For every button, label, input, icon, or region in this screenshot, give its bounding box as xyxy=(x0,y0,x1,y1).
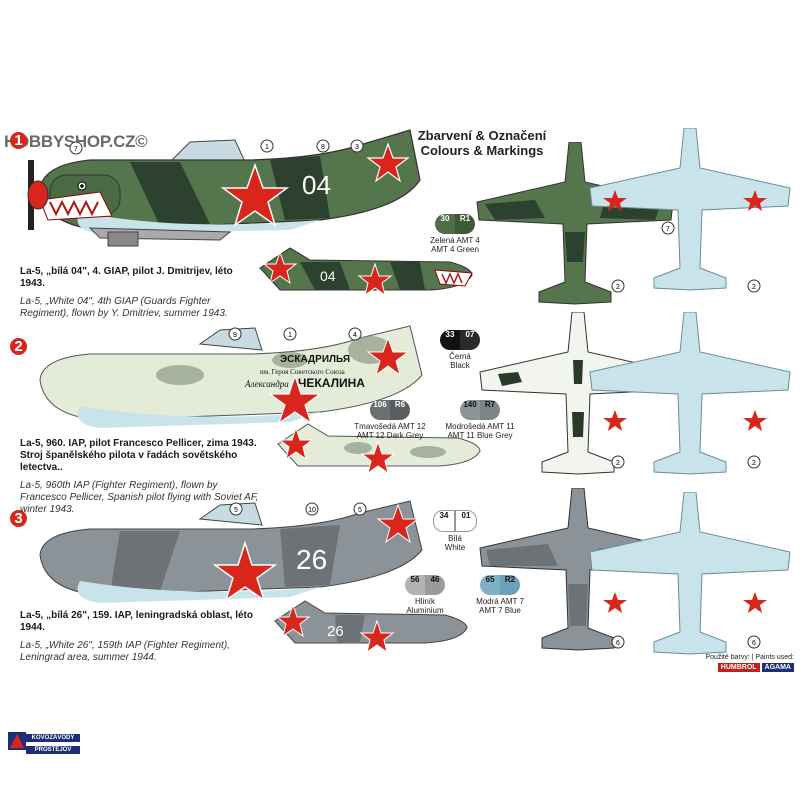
fuselage-code-1: 04 xyxy=(302,170,331,200)
chip-code-b: 07 xyxy=(460,330,480,350)
paints-used: Použité barvy: | Paints used: HUMBROL AG… xyxy=(704,654,794,672)
chip-code-a: 65 xyxy=(480,575,500,595)
chip-label-cz: Hliník xyxy=(414,597,435,606)
callout-1-1: 1 xyxy=(265,144,269,151)
plan-bottom-2 xyxy=(589,312,791,475)
callout-1-3: 3 xyxy=(355,144,359,151)
chip-code-a: 34 xyxy=(433,510,455,532)
callout-3-5b: 5 xyxy=(358,507,362,514)
chip-label-cz: Tmavošedá AMT 12 xyxy=(354,422,426,431)
profile-3-large: 26 5 10 5 xyxy=(39,500,423,603)
chip-label-en: AMT 4 Green xyxy=(431,245,479,254)
fuselage-code-1-small: 04 xyxy=(320,268,336,284)
chip-label-cz: Zelená AMT 4 xyxy=(430,236,480,245)
caption-2-en: La-5, 960th IAP (Fighter Regiment), flow… xyxy=(20,480,259,515)
logo-line-2: PROSTĚJOV xyxy=(26,746,80,754)
plan-callouts: 7 2 2 2 2 6 6 xyxy=(611,221,761,649)
kovozavody-logo: KOVOZÁVODY PROSTĚJOV xyxy=(8,732,80,792)
chip-label-cz: Černá xyxy=(449,352,471,361)
chip-code-b: 01 xyxy=(455,510,477,532)
callout-3-10: 10 xyxy=(308,507,316,514)
page-header: Zbarvení & Označení Colours & Markings xyxy=(412,128,552,158)
chip-label-en: AMT 12 Dark Grey xyxy=(356,431,424,440)
chip-code-a: 106 xyxy=(370,400,390,420)
logo-mark-icon xyxy=(8,732,26,750)
chip-label-en: White xyxy=(444,543,466,552)
inscription-line-1: ЭСКАДРИЛЬЯ xyxy=(280,354,350,365)
caption-3-en: La-5, „White 26", 159th IAP (Fighter Reg… xyxy=(20,640,230,663)
header-title-en: Colours & Markings xyxy=(420,143,544,158)
plan-callout-2d: 2 xyxy=(752,460,756,467)
watermark-text: HOBBYSHOP.CZ© xyxy=(4,132,148,151)
callout-2-4: 4 xyxy=(353,332,357,339)
plan-bottom-1 xyxy=(589,128,791,291)
callout-1-7: 7 xyxy=(74,146,78,153)
logo-line-1: KOVOZÁVODY xyxy=(26,734,80,742)
red-star-icon xyxy=(366,142,410,183)
callout-1-8: 8 xyxy=(321,144,325,151)
callout-2-1: 1 xyxy=(288,332,292,339)
scheme-badge-2: 2 xyxy=(10,338,27,355)
red-star-icon xyxy=(220,162,290,227)
chip-code-a: 56 xyxy=(405,575,425,595)
fuselage-code-3-small: 26 xyxy=(327,623,344,640)
fuselage-code-3: 26 xyxy=(296,544,327,575)
chip-code-a: 140 xyxy=(460,400,480,420)
chip-code-b: R2 xyxy=(500,575,520,595)
chip-code-a: 33 xyxy=(440,330,460,350)
plan-callout-6b: 6 xyxy=(752,640,756,647)
chip-label-cz: Modrošedá AMT 11 xyxy=(445,422,515,431)
canopy-icon xyxy=(168,139,246,163)
chip-label-cz: Bílá xyxy=(448,534,462,543)
chip-code-b: R6 xyxy=(390,400,410,420)
profile-3-small: 26 xyxy=(274,600,468,654)
scheme-badge-1: 1 xyxy=(10,132,27,149)
chip-label-en: AMT 7 Blue xyxy=(479,606,521,615)
chip-code-b: R1 xyxy=(455,214,475,234)
paints-label: Použité barvy: | Paints used: xyxy=(705,654,794,661)
header-title-cz: Zbarvení & Označení xyxy=(417,128,547,143)
profile-2-small xyxy=(277,423,481,475)
chip-label-en: Black xyxy=(450,361,470,370)
plan-callout-2b: 2 xyxy=(752,284,756,291)
plan-callout-6a: 6 xyxy=(616,640,620,647)
chip-code-a: 30 xyxy=(435,214,455,234)
brand-agama: AGAMA xyxy=(761,663,794,672)
caption-3: La-5, „bílá 26", 159. IAP, leningradská … xyxy=(20,610,260,664)
plan-callout-7: 7 xyxy=(666,226,670,233)
profile-1-large: 04 7 1 8 3 xyxy=(27,129,421,247)
caption-3-cz: La-5, „bílá 26", 159. IAP, leningradská … xyxy=(20,610,253,633)
caption-1-cz: La-5, „bílá 04", 4. GIAP, pilot J. Dmitr… xyxy=(20,266,233,289)
inscription-line-2: им. Героя Советского Союза xyxy=(260,368,346,376)
chip-label-en: Aluminium xyxy=(406,606,444,615)
chip-label-en: AMT 11 Blue Grey xyxy=(447,431,513,440)
caption-2-cz: La-5, 960. IAP, pilot Francesco Pellicer… xyxy=(20,438,257,473)
plan-bottom-3 xyxy=(589,492,791,655)
profile-2-large: ЭСКАДРИЛЬЯ им. Героя Советского Союза Ал… xyxy=(39,325,423,428)
caption-1: La-5, „bílá 04", 4. GIAP, pilot J. Dmitr… xyxy=(20,266,250,320)
chip-code-b: 46 xyxy=(425,575,445,595)
caption-1-en: La-5, „White 04", 4th GIAP (Guards Fight… xyxy=(20,296,228,319)
callout-3-5a: 5 xyxy=(234,507,238,514)
profile-1-small: 04 xyxy=(259,247,473,297)
chip-code-b: R7 xyxy=(480,400,500,420)
brand-humbrol: HUMBROL xyxy=(717,663,760,672)
callout-2-9: 9 xyxy=(233,332,237,339)
inscription-line-3: Александра xyxy=(244,379,289,389)
scheme-badge-3: 3 xyxy=(10,510,27,527)
plan-callout-2a: 2 xyxy=(616,284,620,291)
plan-callout-2c: 2 xyxy=(616,460,620,467)
chip-label-cz: Modrá AMT 7 xyxy=(476,597,524,606)
caption-2: La-5, 960. IAP, pilot Francesco Pellicer… xyxy=(20,438,260,516)
inscription-line-4: ЧЕКАЛИНА xyxy=(298,376,365,390)
